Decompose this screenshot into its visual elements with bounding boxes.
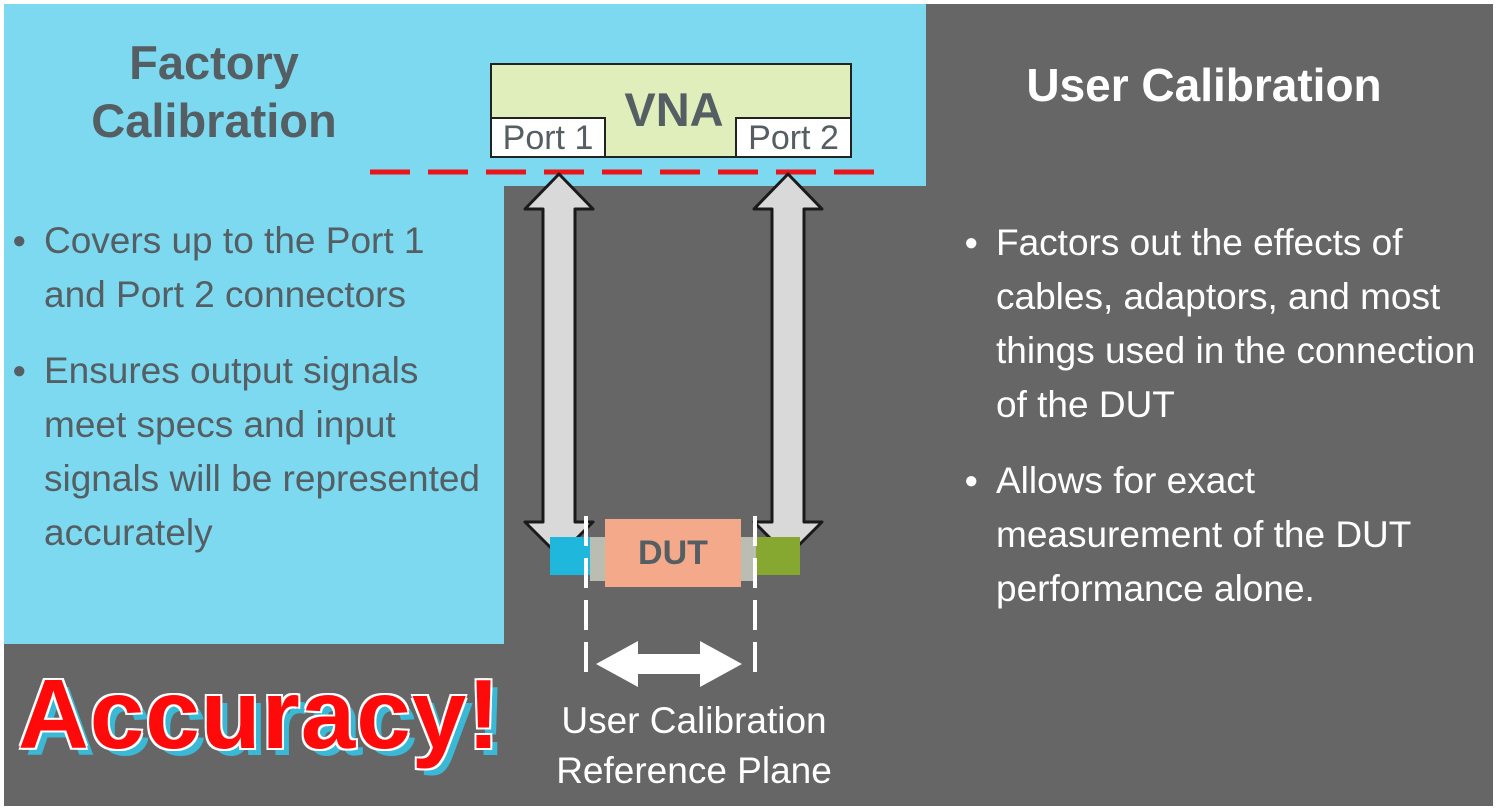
diagram-graphics xyxy=(370,169,888,687)
reference-plane-line1: User Calibration xyxy=(561,700,827,741)
port-1-connector xyxy=(550,537,590,575)
user-bullet-list: ● Factors out the effects of cables, ada… xyxy=(956,216,1491,638)
bullet-icon: ● xyxy=(12,227,27,254)
port-2-label: Port 2 xyxy=(735,117,852,158)
accuracy-callout: Accuracy! xyxy=(18,659,501,769)
user-calibration-title: User Calibration xyxy=(1026,59,1382,111)
vna-label: VNA xyxy=(624,83,724,136)
factory-bullet-1: Covers up to the Port 1 and Port 2 conne… xyxy=(44,220,425,315)
slide: Factory Calibration User Calibration ● C… xyxy=(4,4,1493,806)
port-1-adapter xyxy=(590,537,605,581)
list-item: ● Covers up to the Port 1 and Port 2 con… xyxy=(4,214,494,322)
user-bullet-1: Factors out the effects of cables, adapt… xyxy=(996,222,1476,425)
factory-bullet-2: Ensures output signals meet specs and in… xyxy=(44,350,481,553)
port-1-label: Port 1 xyxy=(490,117,606,158)
user-bullet-2: Allows for exact measurement of the DUT … xyxy=(996,460,1411,609)
list-item: ● Allows for exact measurement of the DU… xyxy=(956,454,1476,616)
reference-plane-line2: Reference Plane xyxy=(556,750,832,791)
factory-title-line1: Factory xyxy=(129,36,299,89)
bullet-icon: ● xyxy=(964,467,979,494)
port-2-adapter xyxy=(741,537,756,581)
double-arrow-icon xyxy=(596,641,742,687)
double-arrow-icon xyxy=(752,172,824,558)
factory-title-line2: Calibration xyxy=(91,94,337,147)
factory-calibration-title: Factory Calibration xyxy=(44,34,384,150)
bullet-icon: ● xyxy=(12,357,27,384)
bullet-icon: ● xyxy=(964,229,979,256)
list-item: ● Factors out the effects of cables, ada… xyxy=(956,216,1476,432)
double-arrow-icon xyxy=(523,172,595,558)
port-2-connector xyxy=(756,537,800,575)
factory-panel-left xyxy=(4,4,504,644)
dut-box: DUT xyxy=(605,519,741,587)
reference-plane-label: User Calibration Reference Plane xyxy=(524,696,864,796)
factory-bullet-list: ● Covers up to the Port 1 and Port 2 con… xyxy=(4,214,504,582)
list-item: ● Ensures output signals meet specs and … xyxy=(4,344,484,560)
